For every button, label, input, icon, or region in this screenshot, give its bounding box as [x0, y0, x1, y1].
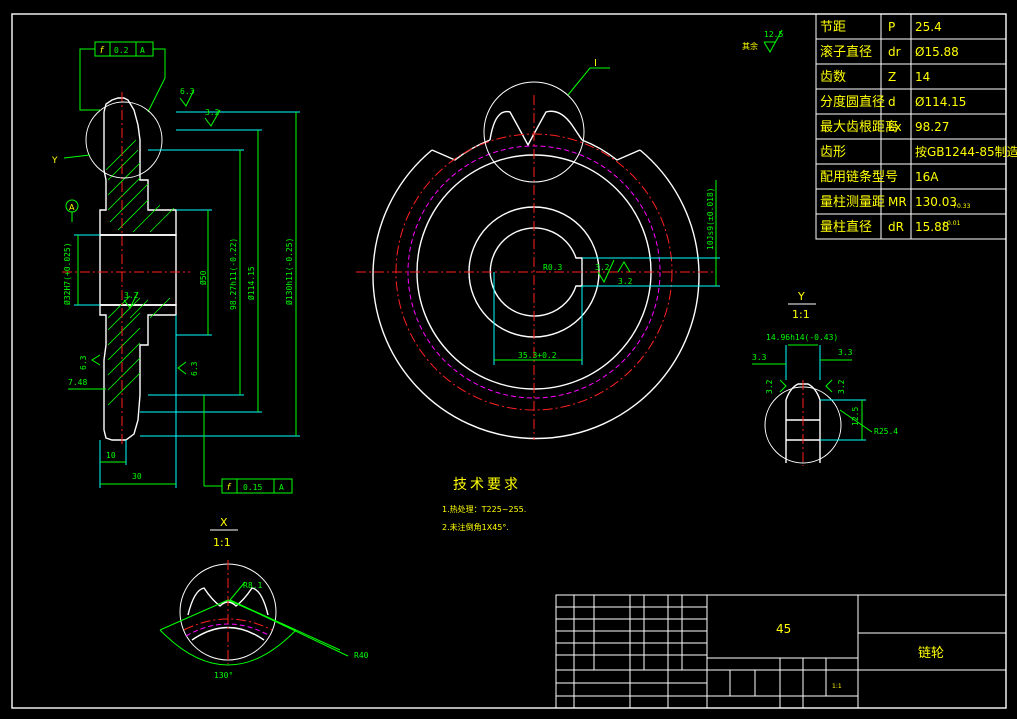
dim-d9827: 98.27h11(-0.22) [229, 238, 238, 310]
tech-line-1: 1.热处理：T225~255. [442, 504, 526, 514]
param-sym-pin-dist: MR [888, 195, 907, 209]
detail-y: Y 1:1 14.96h14(-0.43) 3.3 3.3 3.2 3.2 12… [752, 290, 898, 466]
svg-text:3.2: 3.2 [124, 291, 139, 300]
dim-d130: Ø130h11(-0.25) [284, 238, 294, 305]
svg-text:f: f [100, 46, 105, 56]
svg-text:6.3: 6.3 [180, 87, 195, 96]
i-mark: I [594, 58, 597, 69]
tech-requirements: 技术要求 1.热处理：T225~255. 2.未注倒角1X45°. [442, 477, 526, 532]
svg-text:f: f [227, 483, 232, 493]
detail-x-scale: 1:1 [213, 536, 231, 549]
dim-l30: 30 [132, 472, 142, 481]
tech-line-2: 2.未注倒角1X45°. [442, 522, 509, 532]
param-name-pitch-dia: 分度圆直径 [820, 94, 885, 110]
param-val-tooth-form: 按GB1244-85制造 [915, 145, 1017, 159]
dim-keyway-depth: 35.3+0.2 [518, 351, 557, 360]
svg-text:3.2: 3.2 [618, 277, 633, 286]
param-name-chain-type: 配用链条型号 [820, 169, 898, 185]
svg-text:A: A [140, 46, 145, 55]
param-tol-pin-dist: +0.33 [952, 203, 971, 210]
param-sym-roller-dia: dr [888, 45, 901, 59]
detail-x: X 1:1 R8.1 R40 130° [159, 516, 369, 680]
param-sym-teeth: Z [888, 70, 896, 84]
svg-text:3.2: 3.2 [837, 379, 846, 394]
detail-y-radius: R25.4 [874, 427, 898, 436]
param-sym-pitch: P [888, 20, 895, 34]
detail-x-r81: R8.1 [243, 581, 262, 590]
front-view: I 10Js9(±0.018) R0.3 35.3+0.2 3.2 3.2 [356, 58, 720, 440]
dim-d50: Ø50 [198, 270, 208, 285]
detail-x-angle: 130° [214, 671, 233, 680]
param-name-pitch: 节距 [820, 20, 846, 35]
parameter-table: 节距 滚子直径 齿数 分度圆直径 最大齿根距离 齿形 配用链条型号 量柱测量距 … [815, 13, 1017, 240]
tech-title: 技术要求 [453, 477, 521, 493]
param-val-pin-dia: 15.88 [915, 220, 949, 234]
detail-y-label: Y [797, 290, 805, 303]
roughness-rest-value: 12.5 [764, 30, 783, 39]
svg-text:12.5: 12.5 [851, 407, 860, 426]
svg-text:3.3: 3.3 [752, 353, 767, 362]
svg-text:6.3: 6.3 [190, 361, 199, 376]
material: 45 [776, 622, 791, 636]
dim-d11415: Ø114.15 [246, 266, 256, 300]
svg-text:3.3: 3.3 [838, 348, 853, 357]
detail-y-scale: 1:1 [792, 308, 810, 321]
param-sym-pin-dia: dR [888, 220, 904, 234]
dim-l10: 10 [106, 451, 116, 460]
scale: 1:1 [832, 683, 842, 690]
param-val-pin-dist: 130.03 [915, 195, 957, 209]
detail-x-label: X [220, 516, 228, 529]
svg-text:6.3: 6.3 [79, 355, 88, 370]
section-view: f 0.2 A Y A [51, 41, 300, 494]
param-val-teeth: 14 [915, 70, 930, 84]
detail-x-r40: R40 [354, 651, 369, 660]
param-val-root-dist: 98.27 [915, 120, 949, 134]
param-name-pin-dia: 量柱直径 [820, 220, 872, 235]
param-name-root-dist: 最大齿根距离 [820, 119, 898, 135]
part-name: 链轮 [918, 646, 944, 661]
svg-text:3.2: 3.2 [205, 108, 220, 117]
param-sym-pitch-dia: d [888, 95, 896, 109]
param-name-teeth: 齿数 [820, 70, 846, 85]
dim-r03: R0.3 [543, 263, 562, 272]
param-name-pin-dist: 量柱测量距 [820, 195, 885, 210]
title-block: 45 链轮 1:1 [555, 594, 1007, 709]
param-val-pitch: 25.4 [915, 20, 942, 34]
param-name-tooth-form: 齿形 [820, 145, 846, 160]
svg-text:3.2: 3.2 [595, 263, 610, 272]
tol-value-top: 0.2 [114, 46, 129, 55]
svg-text:A: A [279, 483, 284, 492]
detail-y-width: 14.96h14(-0.43) [766, 333, 838, 342]
param-val-roller-dia: Ø15.88 [915, 45, 959, 59]
tol-value-bottom: 0.15 [243, 483, 262, 492]
y-mark: Y [51, 156, 58, 166]
svg-text:3.2: 3.2 [765, 379, 774, 394]
drawing-border [11, 13, 1007, 709]
dim-l748: 7.48 [68, 378, 87, 387]
roughness-rest-label: 其余 [742, 41, 758, 51]
a-mark: A [69, 203, 75, 212]
param-tol-pin-dia: +0.01 [942, 220, 961, 227]
dim-keyway: 10Js9(±0.018) [706, 187, 715, 250]
param-name-roller-dia: 滚子直径 [820, 44, 872, 60]
param-val-chain-type: 16A [915, 170, 939, 184]
param-sym-root-dist: Lx [888, 120, 902, 134]
dim-d32: Ø32H7(+0.025) [62, 242, 72, 305]
param-val-pitch-dia: Ø114.15 [915, 95, 966, 109]
roughness-rest: 其余 12.5 [742, 29, 783, 54]
